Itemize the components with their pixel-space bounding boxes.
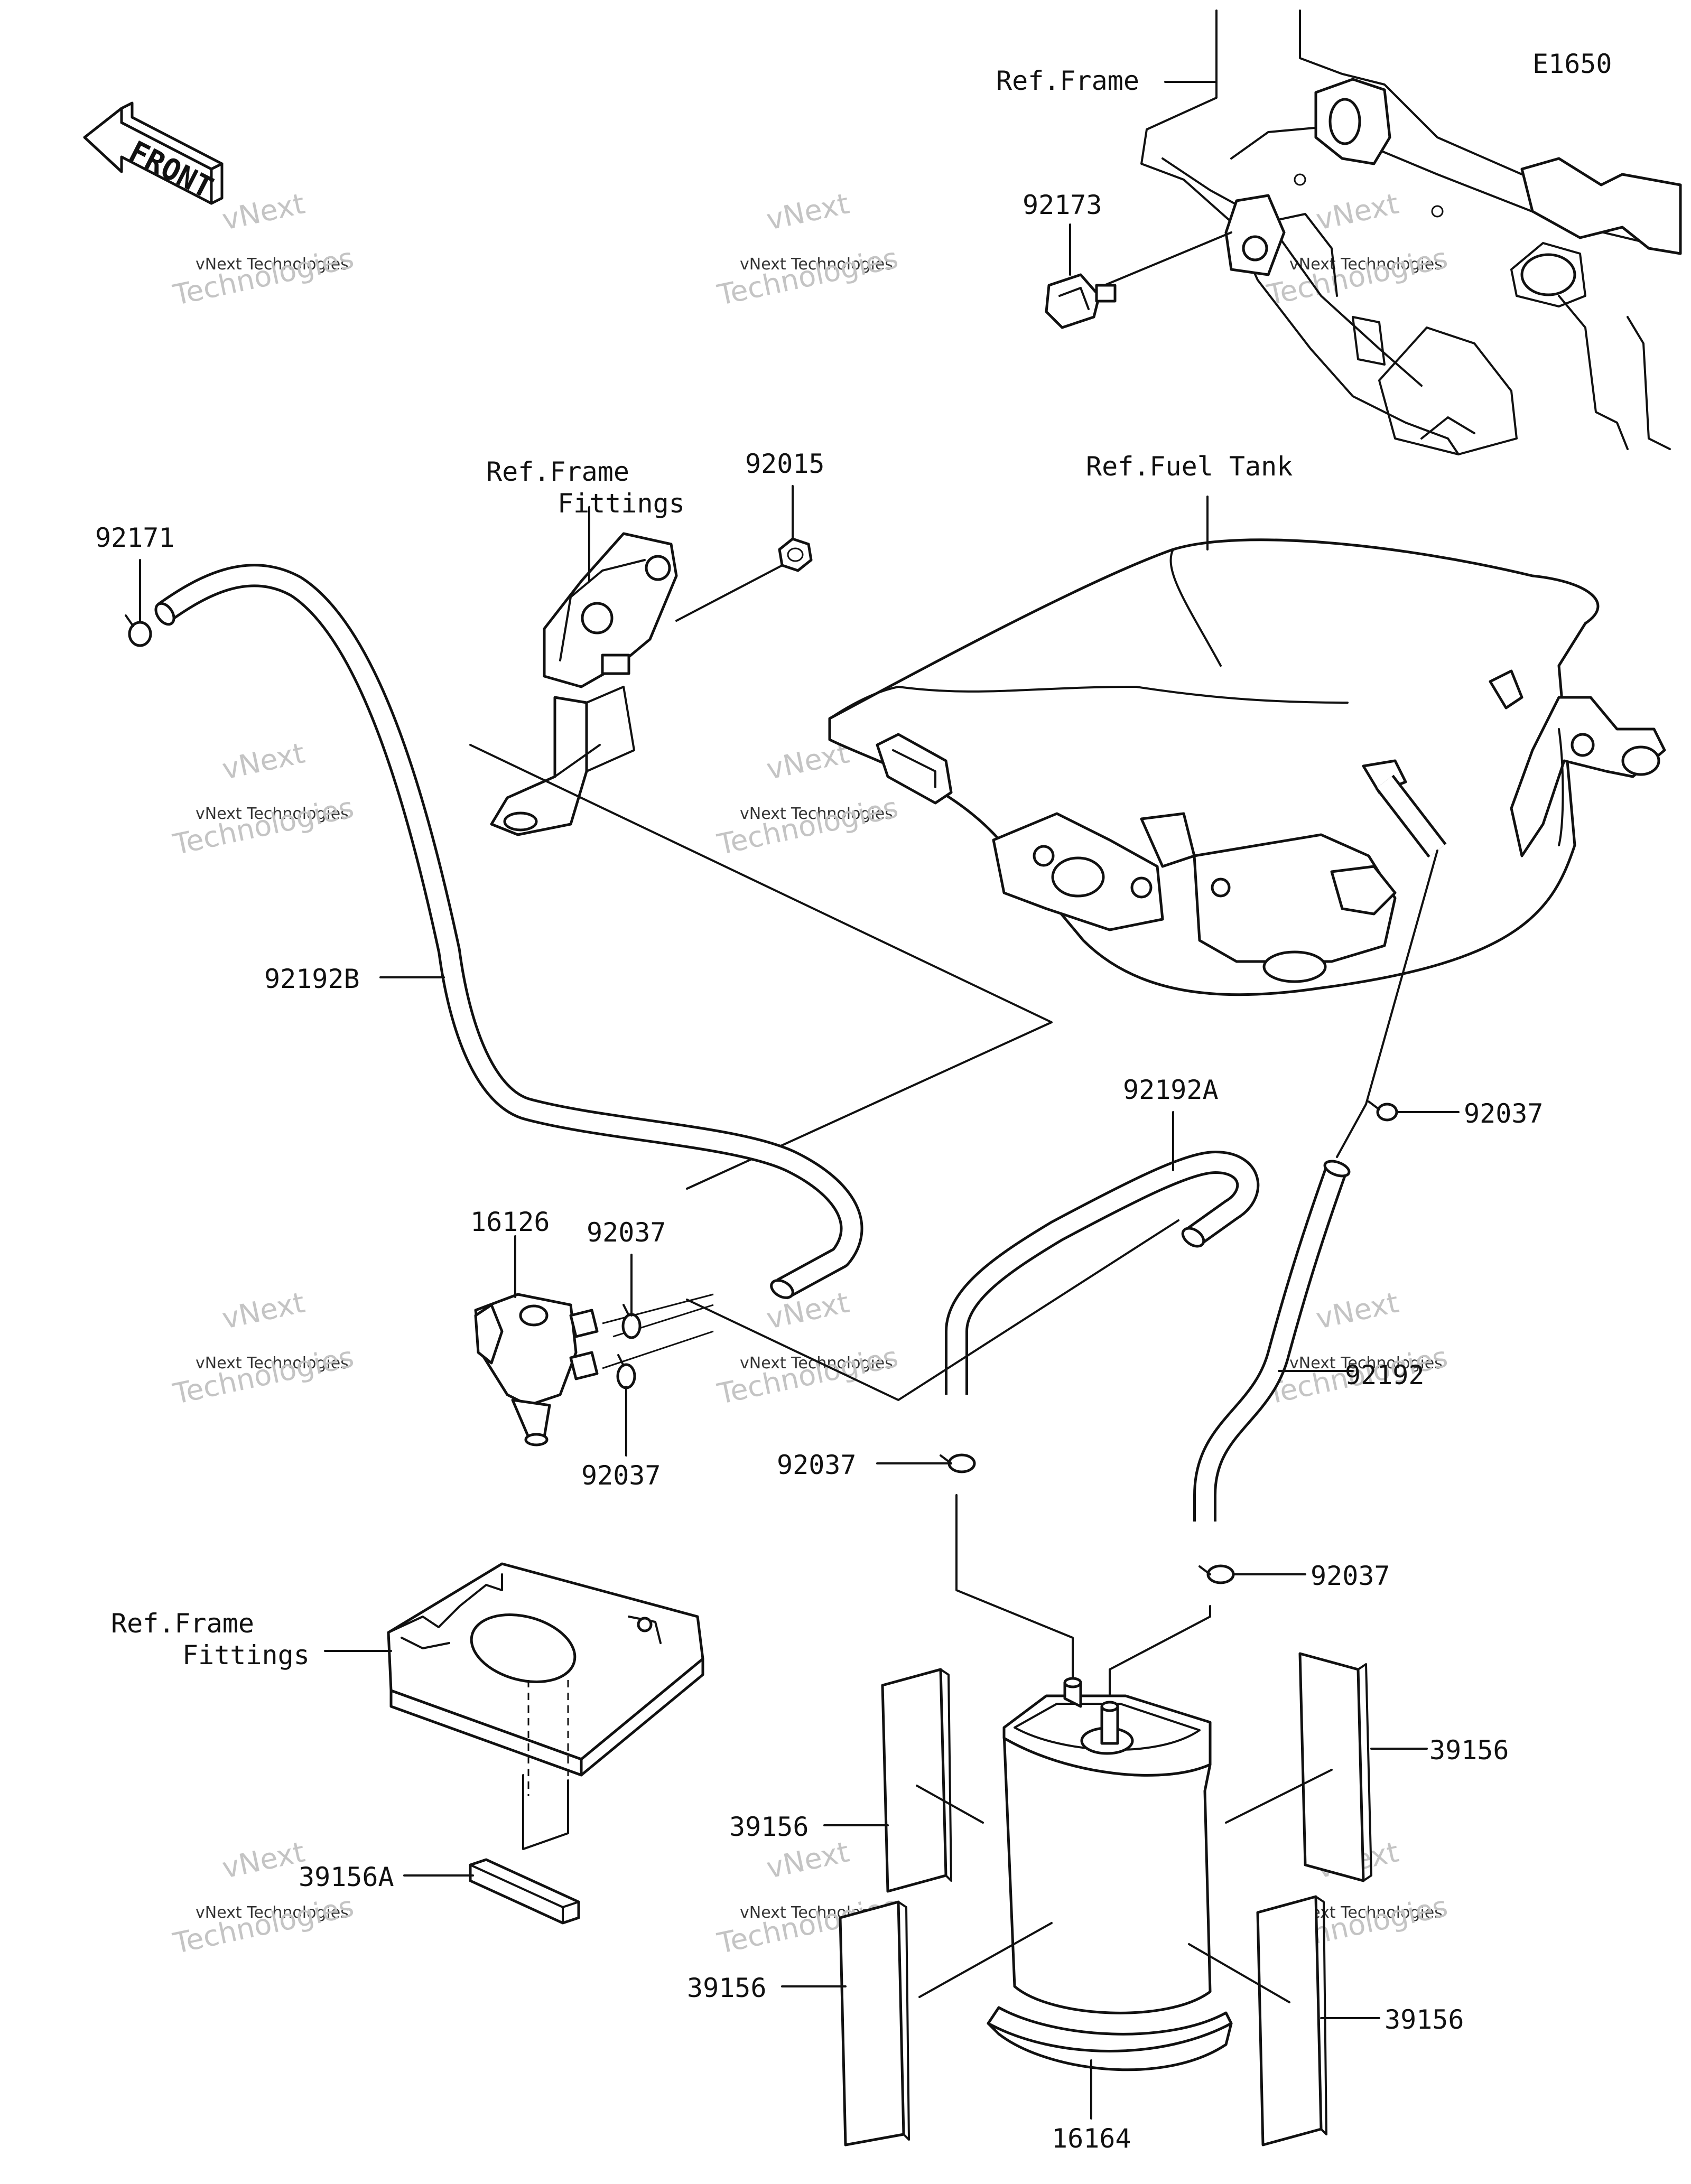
svg-text:vNext Technologies: vNext Technologies [1289,255,1443,274]
part-92037-clamp [1368,1100,1398,1122]
svg-text:vNext Technologies: vNext Technologies [1289,1354,1443,1373]
assembly-guide-line [1188,1943,1290,2003]
label-39156-a: 39156 [729,1812,809,1842]
svg-text:vNext: vNext [219,736,308,786]
svg-text:vNext: vNext [219,187,308,237]
label-ref-frame-fittings-1a: Ref.Frame [486,456,629,487]
leader-92015-line [675,562,788,622]
svg-text:vNext: vNext [764,187,852,237]
assembly-guide-line [1225,1769,1333,1824]
assembly-guide-line [955,1494,1074,1681]
assembly-guide-line [554,744,601,778]
label-92173: 92173 [1023,190,1102,220]
svg-text:vNext Technologies: vNext Technologies [740,805,893,823]
watermark: vNext vNext Technologies Technologies [714,187,900,312]
part-39156-pad [1256,1895,1327,2146]
assembly-guide-line [522,1774,569,1850]
part-92037-clamp [1198,1564,1235,1584]
svg-text:vNext Technologies: vNext Technologies [196,805,349,823]
part-39156-pad [839,1900,910,2146]
label-39156-c: 39156 [1429,1735,1509,1766]
label-92037-c: 92037 [581,1460,661,1491]
svg-text:Technologies: Technologies [1263,241,1450,312]
svg-text:vNext: vNext [219,1835,308,1885]
svg-text:Technologies: Technologies [714,791,900,862]
label-92192A: 92192A [1123,1075,1219,1105]
assembly-guide-line [1109,1605,1211,1697]
label-92015: 92015 [745,449,825,479]
hose-92192 [1193,1160,1351,1522]
watermark: vNext vNext Technologies Technologies [1263,187,1450,312]
watermark: vNext vNext Technologies Technologies [170,1835,356,1961]
label-92037-a: 92037 [1464,1098,1544,1129]
assembly-guide-line [1336,850,1438,1158]
hose-92192A [945,1151,1260,1395]
watermark: vNext vNext Technologies Technologies [714,1286,900,1411]
assembly-guide-line [686,1219,1179,1401]
watermark: vNext vNext Technologies Technologies [170,187,356,312]
svg-text:Technologies: Technologies [714,1340,900,1411]
svg-text:vNext: vNext [219,1286,308,1336]
label-39156-d: 39156 [1385,2004,1464,2035]
hose-92192B [154,564,863,1300]
label-92192: 92192 [1345,1360,1425,1390]
svg-text:vNext Technologies: vNext Technologies [740,255,893,274]
label-39156-b: 39156 [687,1973,767,2003]
label-ref-frame-fittings-2a: Ref.Frame [111,1608,254,1639]
svg-text:Technologies: Technologies [170,1890,356,1961]
part-16164-canister [987,1677,1233,2071]
assembly-guide-line [918,1922,1053,1998]
watermark: vNext vNext Technologies Technologies [170,1286,356,1411]
label-92037-e: 92037 [1311,1561,1390,1591]
frame-section-top [1103,10,1682,455]
label-39156A: 39156A [299,1862,394,1892]
part-92173 [1045,273,1117,329]
svg-text:Technologies: Technologies [170,791,356,862]
watermark: vNext vNext Technologies Technologies [170,736,356,862]
svg-text:Technologies: Technologies [170,1340,356,1411]
label-92171: 92171 [95,522,175,553]
part-39156-pad [1298,1652,1372,1882]
assembly-guide-line [469,744,1053,1190]
svg-text:vNext: vNext [1313,1286,1401,1336]
frame-fitting-tray [387,1562,704,1796]
label-16126: 16126 [470,1207,550,1237]
valve-hose-line [602,1330,714,1369]
part-92171-clamp [125,614,152,647]
svg-text:Technologies: Technologies [170,241,356,312]
label-92192B: 92192B [264,964,360,994]
part-92037-clamp [621,1304,642,1339]
svg-text:vNext Technologies: vNext Technologies [196,255,349,274]
svg-text:vNext Technologies: vNext Technologies [740,1354,893,1373]
fuel-tank [828,538,1666,996]
front-arrow-icon: FRONT [83,101,224,206]
part-39156A-pad [469,1858,580,1925]
assembly-guide-line [916,1785,984,1824]
part-16126-valve [474,1293,599,1446]
part-39156-pad [881,1668,952,1893]
svg-text:vNext: vNext [764,1835,852,1885]
part-92015-nut [778,537,813,572]
label-16164: 16164 [1052,2123,1131,2154]
diagram-code: E1650 [1532,49,1612,79]
svg-text:vNext: vNext [1313,187,1401,237]
label-92037-b: 92037 [587,1217,666,1248]
svg-text:vNext Technologies: vNext Technologies [196,1354,349,1373]
label-ref-frame-fittings-2b: Fittings [182,1640,310,1670]
label-ref-frame-fittings-1b: Fittings [558,488,685,519]
svg-text:vNext Technologies: vNext Technologies [196,1903,349,1922]
valve-hose-line [602,1293,714,1324]
svg-text:Technologies: Technologies [714,241,900,312]
frame-fitting-bracket [490,532,678,836]
label-ref-fuel-tank: Ref.Fuel Tank [1086,451,1293,482]
label-ref-frame-top: Ref.Frame [996,66,1139,96]
label-92037-d: 92037 [777,1450,857,1480]
